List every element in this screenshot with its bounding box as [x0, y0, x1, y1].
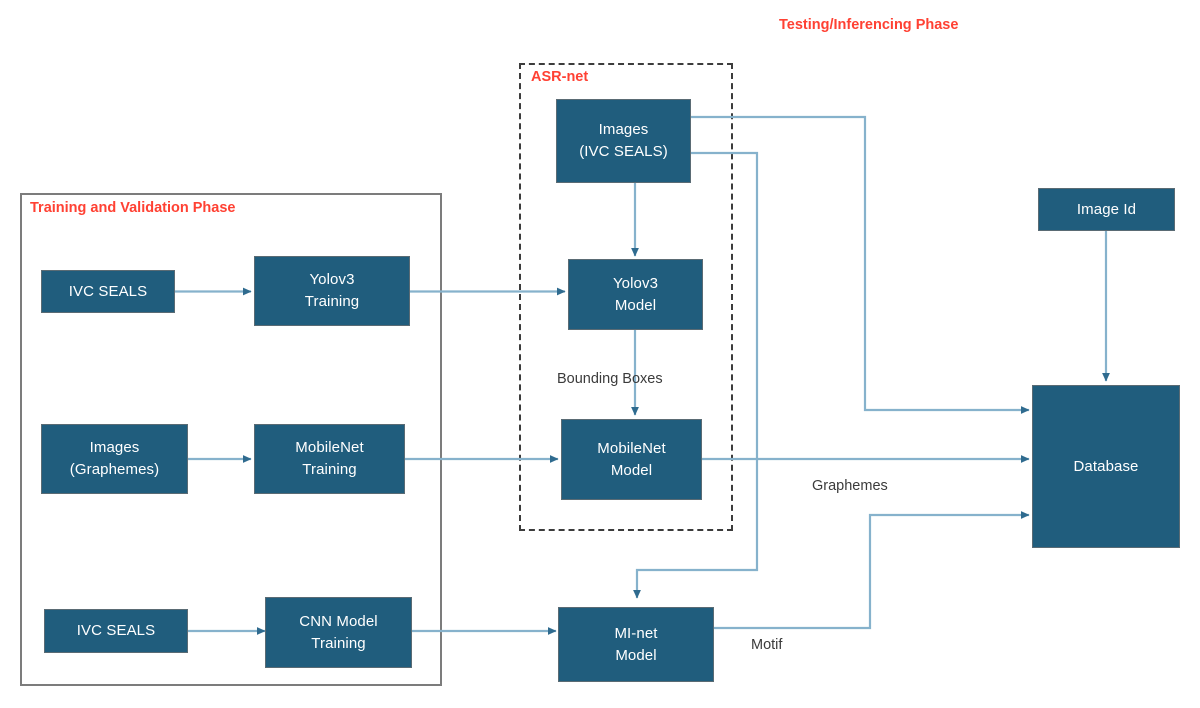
node-line: (Graphemes) — [69, 461, 160, 478]
node-mobilenet-model[interactable]: MobileNet Model — [561, 419, 702, 500]
node-images-ivc-seals[interactable]: Images (IVC SEALS) — [556, 99, 691, 183]
node-line: Model — [610, 461, 653, 479]
node-line: MobileNet — [597, 439, 666, 457]
node-line: MobileNet — [295, 439, 364, 457]
node-yolov3-training[interactable]: Yolov3 Training — [254, 256, 410, 326]
testing-phase-label: Testing/Inferencing Phase — [779, 17, 959, 33]
node-line: Training — [302, 461, 357, 478]
node-line: Images — [89, 439, 140, 457]
node-line: Images — [598, 121, 649, 139]
node-database[interactable]: Database — [1032, 385, 1180, 548]
node-ivc-seals-bottom[interactable]: IVC SEALS — [44, 609, 188, 653]
node-ivc-seals-top[interactable]: IVC SEALS — [41, 270, 175, 313]
node-line: IVC SEALS — [76, 622, 156, 640]
node-line: Model — [615, 646, 657, 664]
node-line: CNN Model — [299, 612, 378, 630]
node-yolov3-model[interactable]: Yolov3 Model — [568, 259, 703, 330]
node-images-graphemes[interactable]: Images (Graphemes) — [41, 424, 188, 494]
training-validation-phase-group — [20, 193, 442, 686]
node-line: Yolov3 — [612, 274, 659, 292]
node-line: Training — [311, 634, 366, 652]
node-line: Yolov3 — [309, 271, 355, 289]
node-mi-net-model[interactable]: MI-net Model — [558, 607, 714, 682]
node-cnn-model-training[interactable]: CNN Model Training — [265, 597, 412, 668]
node-image-id[interactable]: Image Id — [1038, 188, 1175, 231]
node-line: (IVC SEALS) — [579, 143, 668, 160]
motif-label: Motif — [751, 637, 783, 653]
edge-minet-database — [714, 511, 1030, 630]
bounding-boxes-label: Bounding Boxes — [557, 371, 663, 387]
node-mobilenet-training[interactable]: MobileNet Training — [254, 424, 405, 494]
node-line: Database — [1073, 457, 1139, 475]
graphemes-label: Graphemes — [812, 478, 888, 494]
training-phase-label: Training and Validation Phase — [30, 200, 236, 216]
node-line: MI-net — [614, 624, 658, 642]
node-line: Model — [614, 296, 657, 314]
node-line: Image Id — [1076, 200, 1137, 218]
asr-net-label: ASR-net — [531, 69, 589, 85]
node-line: IVC SEALS — [68, 282, 148, 300]
edge-images-database — [690, 115, 1030, 414]
node-line: Training — [304, 293, 360, 310]
